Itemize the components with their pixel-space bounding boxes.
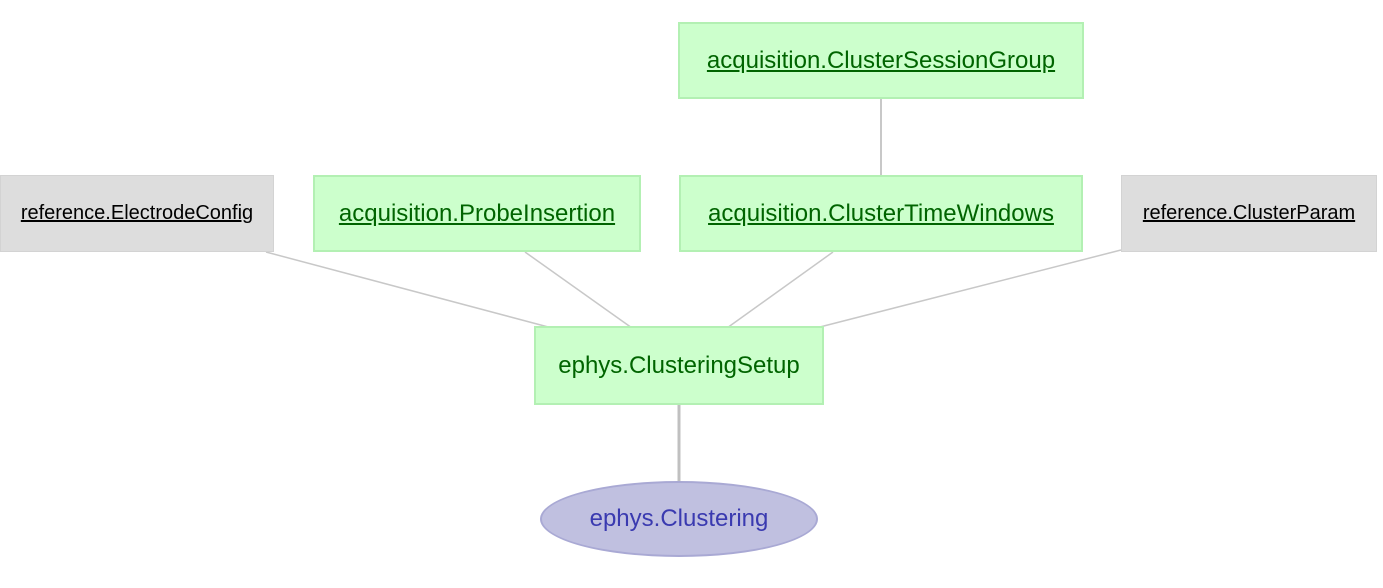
node-electrode-config[interactable]: reference.ElectrodeConfig: [0, 175, 274, 252]
node-clustering[interactable]: ephys.Clustering: [540, 481, 818, 557]
edge-electrodeconfig-setup: [265, 251, 553, 329]
edge-clusterparam-setup: [815, 249, 1122, 329]
node-label-clustering: ephys.Clustering: [589, 505, 769, 532]
node-probe-insertion[interactable]: acquisition.ProbeInsertion: [313, 175, 641, 252]
node-cluster-session-group[interactable]: acquisition.ClusterSessionGroup: [678, 22, 1084, 99]
node-label-cluster-param[interactable]: reference.ClusterParam: [1142, 202, 1356, 224]
node-cluster-param[interactable]: reference.ClusterParam: [1121, 175, 1377, 252]
edge-timewindows-setup: [726, 251, 834, 329]
node-label-clustering-setup: ephys.ClusteringSetup: [558, 351, 800, 379]
node-label-cluster-time-windows[interactable]: acquisition.ClusterTimeWindows: [708, 199, 1054, 227]
node-clustering-setup[interactable]: ephys.ClusteringSetup: [534, 326, 824, 405]
node-label-probe-insertion[interactable]: acquisition.ProbeInsertion: [338, 199, 616, 227]
node-cluster-time-windows[interactable]: acquisition.ClusterTimeWindows: [679, 175, 1083, 252]
edge-probeinsertion-setup: [524, 251, 633, 329]
node-label-cluster-session-group[interactable]: acquisition.ClusterSessionGroup: [706, 46, 1056, 74]
node-label-electrode-config[interactable]: reference.ElectrodeConfig: [20, 202, 254, 224]
